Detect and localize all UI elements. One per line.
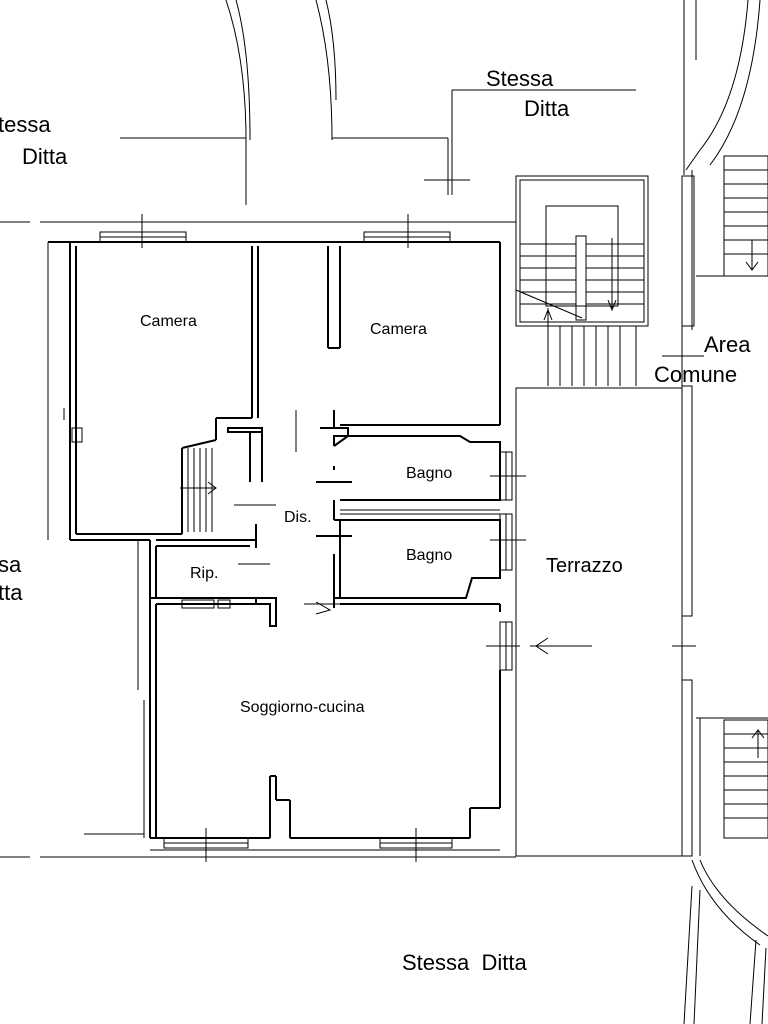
boundary-lines	[0, 221, 516, 858]
room-labels: Camera Camera Bagno Bagno Dis. Rip. Sogg…	[140, 313, 623, 716]
right-stairs	[696, 155, 768, 856]
room-label-bagno-1: Bagno	[406, 465, 452, 482]
bottom-neighbor-walls	[683, 859, 768, 1024]
room-label-ripostiglio: Rip.	[190, 565, 218, 582]
neighbor-label-left-1: sa	[0, 552, 22, 577]
room-label-terrazzo: Terrazzo	[546, 555, 623, 577]
room-label-soggiorno: Soggiorno-cucina	[240, 699, 365, 716]
neighbor-label-left-2: tta	[0, 580, 23, 605]
area-comune-label-2: Comune	[654, 362, 737, 387]
neighbor-label-top-left-1: tessa	[0, 112, 51, 137]
room-label-bagno-2: Bagno	[406, 547, 452, 564]
room-label-camera-2: Camera	[370, 321, 427, 338]
neighbor-label-bottom: Stessa Ditta	[402, 950, 527, 975]
neighbor-labels: tessa Ditta Stessa Ditta sa tta Stessa D…	[0, 66, 751, 975]
area-comune-label-1: Area	[704, 332, 751, 357]
apartment-walls	[47, 241, 501, 851]
windows	[99, 214, 526, 862]
neighbor-label-top-left-2: Ditta	[22, 144, 68, 169]
common-stair	[515, 170, 704, 388]
room-label-disimpegno: Dis.	[284, 509, 312, 526]
terrazzo-outline	[515, 385, 696, 857]
neighbor-label-top-right-2: Ditta	[524, 96, 570, 121]
room-label-camera-1: Camera	[140, 313, 197, 330]
neighbor-label-top-right-1: Stessa	[486, 66, 554, 91]
top-neighbor-walls	[120, 0, 761, 205]
